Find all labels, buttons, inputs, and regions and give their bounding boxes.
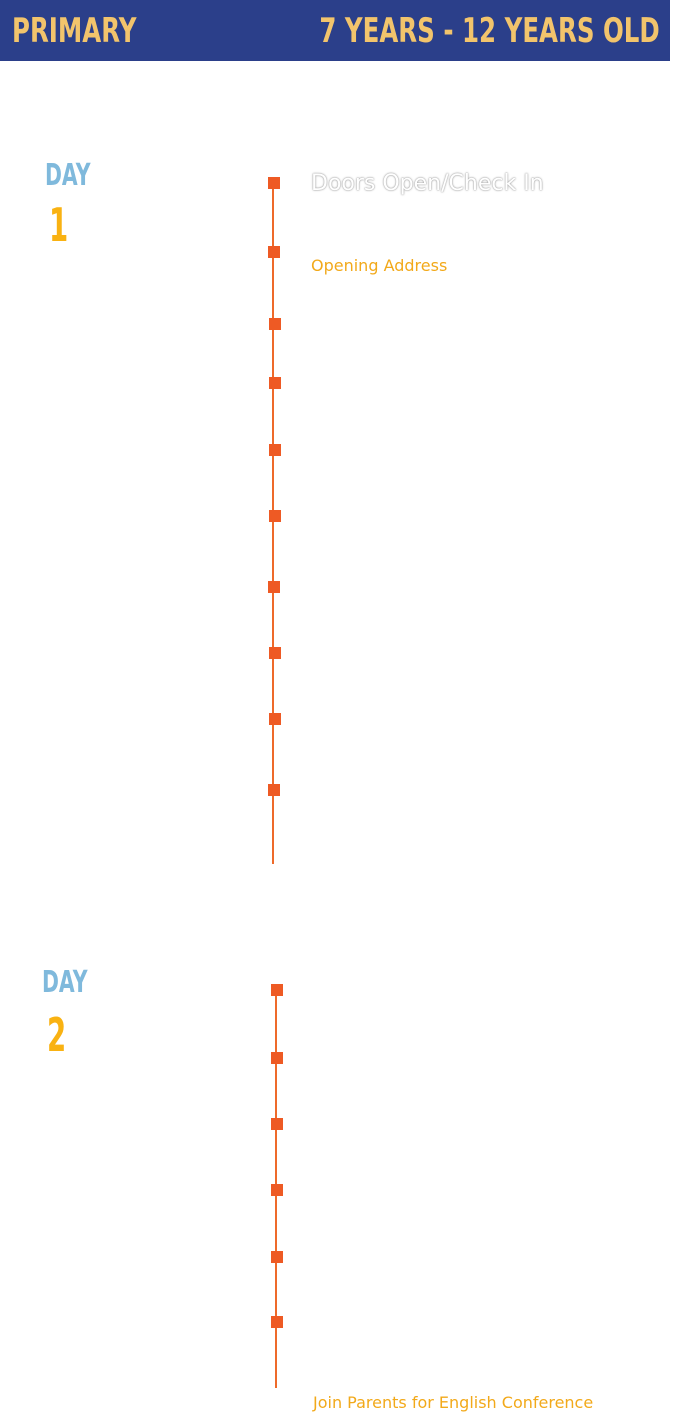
timeline-marker bbox=[269, 318, 281, 330]
timeline-marker bbox=[269, 510, 281, 522]
day-1-number: 1 bbox=[49, 198, 69, 252]
timeline-marker bbox=[268, 246, 280, 258]
timeline-marker bbox=[269, 713, 281, 725]
item-opening-address: Opening Address bbox=[311, 256, 448, 275]
day-2-number: 2 bbox=[47, 1008, 67, 1062]
timeline-marker bbox=[269, 444, 281, 456]
timeline-marker bbox=[268, 784, 280, 796]
timeline-marker bbox=[268, 581, 280, 593]
timeline-marker bbox=[271, 1052, 283, 1064]
timeline-marker bbox=[268, 177, 280, 189]
timeline-marker bbox=[269, 377, 281, 389]
timeline-marker bbox=[271, 1251, 283, 1263]
timeline-line bbox=[272, 182, 274, 864]
day-1-label: DAY bbox=[45, 158, 91, 193]
day-2-label: DAY bbox=[42, 965, 88, 1000]
header-banner: PRIMARY 7 YEARS - 12 YEARS OLD bbox=[0, 0, 670, 61]
item-doors-open: Doors Open/Check In bbox=[311, 171, 544, 196]
timeline-marker bbox=[269, 647, 281, 659]
timeline-marker bbox=[271, 1118, 283, 1130]
timeline-marker bbox=[271, 1316, 283, 1328]
item-join-parents: Join Parents for English Conference bbox=[313, 1393, 594, 1412]
level-title: PRIMARY bbox=[12, 11, 137, 51]
timeline-marker bbox=[271, 1184, 283, 1196]
timeline-marker bbox=[271, 984, 283, 996]
age-range-title: 7 YEARS - 12 YEARS OLD bbox=[319, 11, 660, 51]
